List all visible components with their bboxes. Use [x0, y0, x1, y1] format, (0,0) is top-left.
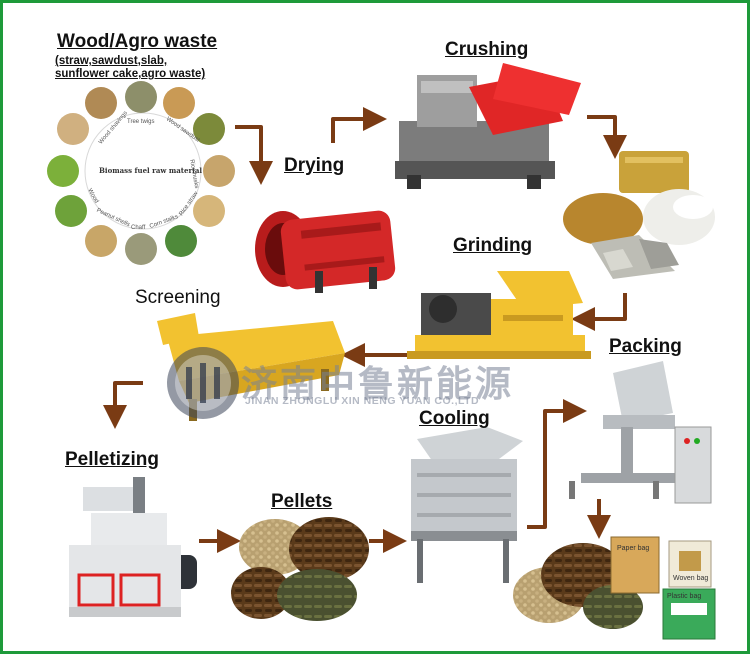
packed-pellets-image — [513, 543, 643, 629]
wheel-item — [193, 113, 225, 145]
wheel-item — [193, 195, 225, 227]
wheel-center-label: Biomass fuel raw material — [99, 166, 203, 175]
watermark-chinese: 济南中鲁新能源 — [241, 364, 515, 405]
paper-bag-label: Paper bag — [617, 545, 650, 552]
wheel-label: Chaff — [131, 225, 146, 231]
arrow-screening-to-pelletizing — [103, 381, 143, 429]
plastic-bag-label: Plastic bag — [667, 593, 702, 600]
wheel-item — [163, 87, 195, 119]
wheel-item — [57, 113, 89, 145]
wheel-item — [47, 155, 79, 187]
wheel-item — [85, 87, 117, 119]
bags-image — [610, 536, 716, 640]
step-pellets-label: Pellets — [271, 491, 333, 512]
wheel-item — [165, 225, 197, 257]
wheel-item — [125, 81, 157, 113]
step-pelletizing-label: Pelletizing — [65, 449, 159, 470]
raw-material-subtitle-2: sunflower cake,agro waste) — [55, 68, 206, 80]
arrow-crushing-to-materials — [587, 115, 627, 159]
step-grinding-label: Grinding — [453, 235, 533, 256]
step-packing-label: Packing — [609, 336, 682, 357]
raw-material-subtitle-1: (straw,sawdust,slab, — [55, 55, 168, 67]
paper-bag — [610, 536, 660, 594]
arrow-to-grinding-machine — [571, 293, 627, 331]
wheel-item — [85, 225, 117, 257]
pellets-image — [231, 517, 369, 621]
step-cooling-label: Cooling — [419, 408, 490, 429]
raw-material-title: Wood/Agro waste — [57, 31, 218, 52]
hammer-mill-image — [407, 271, 591, 359]
step-crushing-label: Crushing — [445, 39, 529, 60]
step-drying-label: Drying — [284, 155, 345, 176]
watermark-logo — [167, 347, 239, 419]
arrow-drying-to-crushing — [331, 107, 387, 143]
raw-material-wheel — [47, 81, 235, 265]
flow-arrows — [103, 107, 627, 553]
crushed-materials-image — [563, 151, 715, 279]
woven-bag-label: Woven bag — [673, 575, 709, 582]
rotary-dryer-image — [255, 210, 396, 293]
arrow-cooling-to-packing — [527, 399, 587, 529]
packing-machine-image — [569, 361, 712, 504]
diagram-graphics — [47, 63, 716, 640]
step-screening-label: Screening — [135, 287, 221, 308]
wheel-item — [125, 233, 157, 265]
arrow-raw-to-drying — [235, 125, 273, 185]
watermark-english: JINAN ZHONGLU XIN NENG YUAN CO.,LTD — [245, 395, 480, 407]
drum-chipper-image — [395, 63, 581, 189]
counterflow-cooler-image — [411, 427, 523, 583]
wheel-item — [203, 155, 235, 187]
wheel-item — [55, 195, 87, 227]
wheel-label: Tree twigs — [127, 119, 155, 125]
pellet-mill-image — [69, 477, 197, 617]
